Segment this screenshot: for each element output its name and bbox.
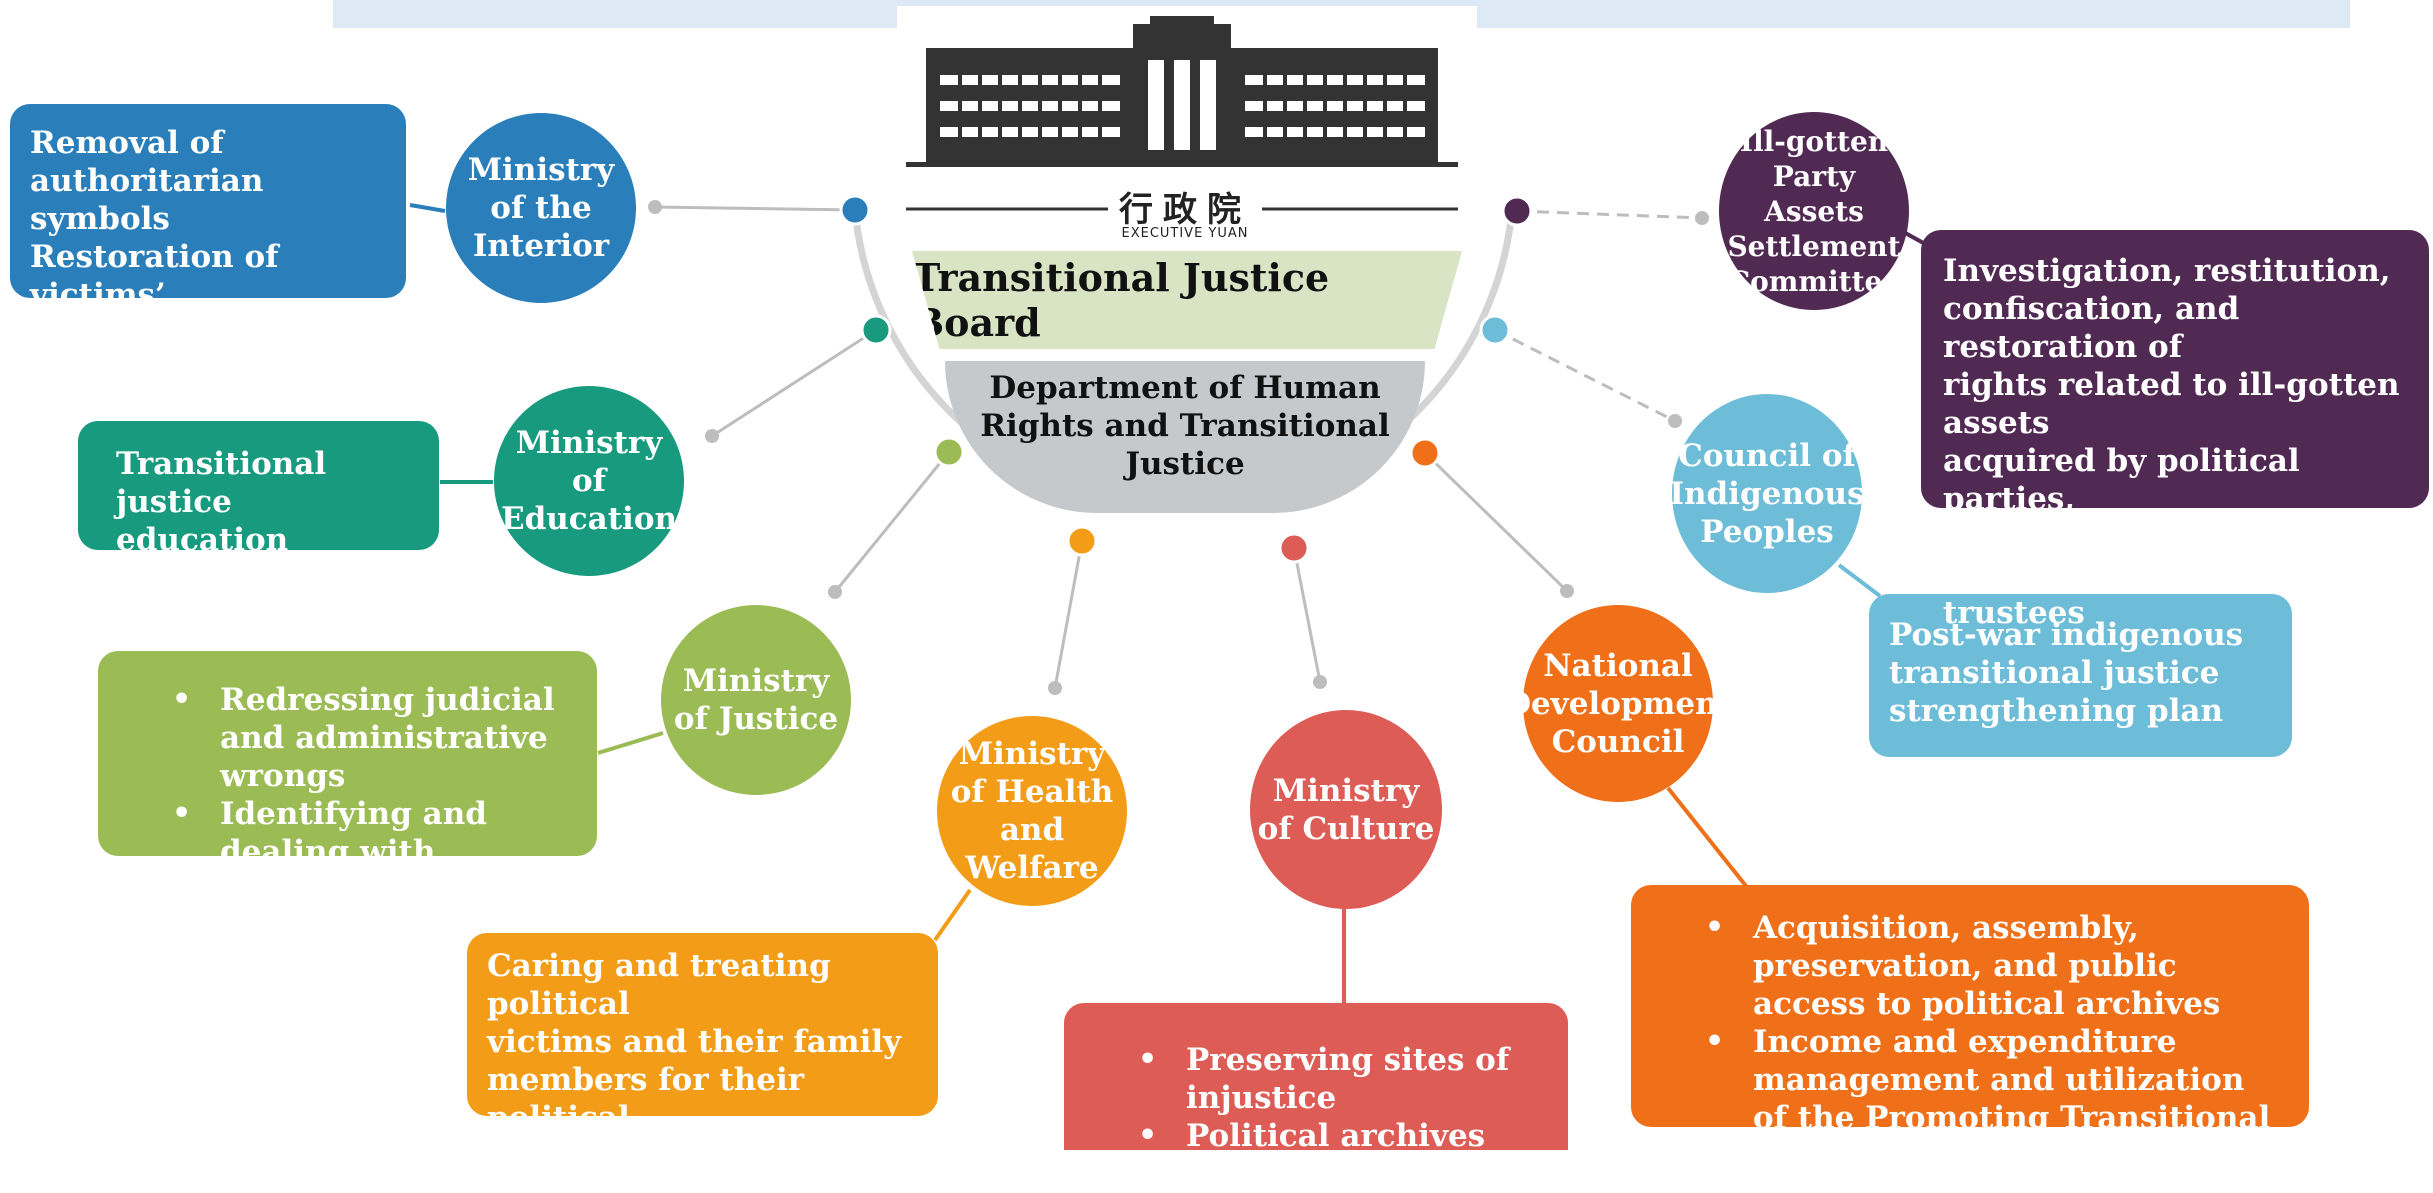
culture-bullet: Preserving sites of injustice: [1124, 1041, 1548, 1117]
education-box: Transitional justice education: [78, 421, 439, 558]
indigenous-box: Post-war indigenous transitional justice…: [1869, 594, 2292, 757]
connector-diagram: [409, 16, 1946, 1005]
culture-bullets: Preserving sites of injustice Political …: [1062, 1041, 1548, 1193]
culture-box: Preserving sites of injustice Political …: [1064, 1003, 1568, 1192]
interior-box: Removal of authoritarian symbols Restora…: [10, 104, 406, 351]
dot-indigenous: [1479, 314, 1511, 346]
dot-health: [1066, 525, 1098, 557]
connector-culture: [1292, 547, 1322, 683]
dot-education: [860, 314, 892, 346]
building-windows: [940, 60, 1425, 150]
connector-indigenous: [1494, 328, 1676, 423]
assets-box: Investigation, restitution, confiscation…: [1921, 230, 2429, 631]
connector-ndc: [1423, 451, 1569, 593]
ndc-bullet: Income and expenditure management and ut…: [1691, 1023, 2289, 1175]
culture-bullet: Political archives research: [1124, 1117, 1548, 1193]
department-title: Department of Human Rights and Transitio…: [945, 361, 1425, 513]
ndc-box: Acquisition, assembly, preservation, and…: [1631, 885, 2309, 1174]
health-description: Caring and treating political victims an…: [487, 948, 902, 1174]
interior-description: Removal of authoritarian symbols Restora…: [30, 125, 279, 351]
justice-bullet: Redressing judicial and administrative w…: [158, 681, 577, 795]
health-box: Caring and treating political victims an…: [467, 933, 938, 1174]
education-description: Transitional justice education: [116, 446, 327, 558]
logo-english-text: EXECUTIVE YUAN: [1121, 226, 1249, 241]
connector-assets: [1516, 209, 1703, 220]
dot-interior: [839, 194, 871, 226]
logo-chinese-text: 行政院: [1119, 190, 1251, 230]
board-title: Transitional Justice Board: [912, 255, 1330, 345]
connector-justice: [833, 451, 951, 593]
ndc-bullet: Acquisition, assembly, preservation, and…: [1691, 909, 2289, 1023]
ndc-bullets: Acquisition, assembly, preservation, and…: [1629, 909, 2289, 1175]
justice-bullet: Identifying and dealing with perpetrator…: [158, 795, 577, 909]
dot-justice: [933, 436, 965, 468]
dot-assets: [1501, 195, 1533, 227]
dot-culture: [1278, 532, 1310, 564]
connector-health: [1053, 540, 1084, 689]
justice-box: Redressing judicial and administrative w…: [98, 651, 597, 908]
dot-ndc: [1409, 437, 1441, 469]
board-header: Transitional Justice Board: [912, 251, 1462, 349]
justice-bullets: Redressing judicial and administrative w…: [96, 681, 577, 909]
indigenous-description: Post-war indigenous transitional justice…: [1889, 617, 2244, 729]
connector-interior: [654, 205, 856, 212]
connector-education: [711, 328, 877, 438]
building-window-dividers: [958, 70, 1407, 142]
assets-description: Investigation, restitution, confiscation…: [1943, 253, 2400, 631]
